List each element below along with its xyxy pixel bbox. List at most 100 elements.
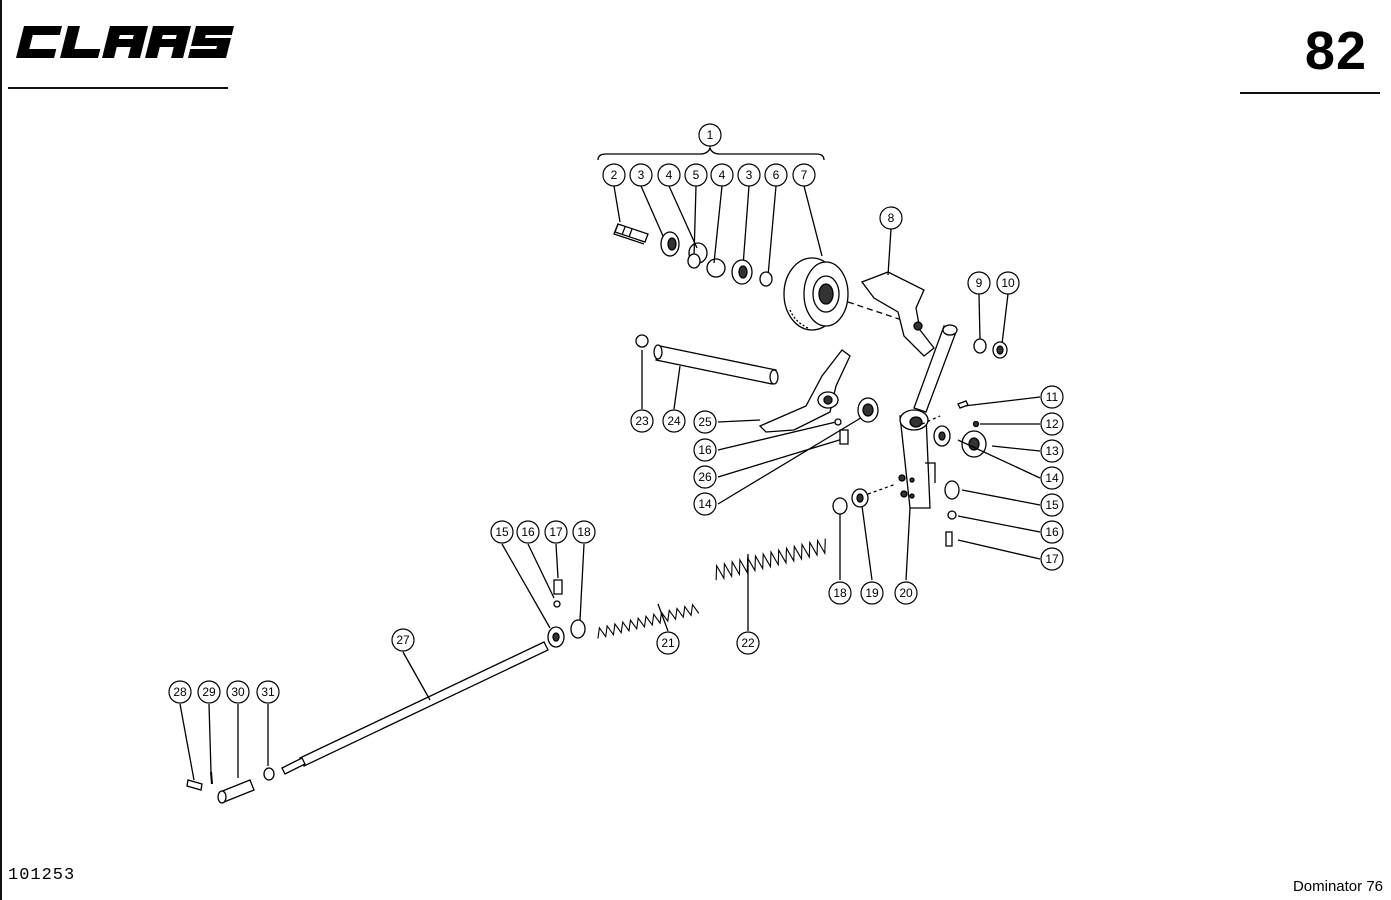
callout-label: 14: [698, 497, 712, 511]
callout-c10: 10: [996, 271, 1020, 295]
callout-label: 29: [202, 685, 216, 699]
callout-label: 23: [635, 414, 649, 428]
callout-label: 17: [549, 525, 563, 539]
callout-c17l: 17: [544, 520, 568, 544]
callout-label: 18: [833, 586, 847, 600]
pulley-part-7: [783, 257, 849, 331]
callout-label: 13: [1045, 444, 1059, 458]
callout-c7: 7: [792, 163, 816, 187]
callout-circle: [1040, 520, 1064, 544]
callout-c28: 28: [168, 680, 192, 704]
callout-label: 1: [707, 128, 714, 142]
callout-label: 30: [231, 685, 245, 699]
callout-circle: [996, 271, 1020, 295]
bolt-part-26: [839, 429, 849, 445]
callout-c25: 25: [693, 410, 717, 434]
callout-label: 12: [1045, 417, 1059, 431]
callout-label: 27: [396, 633, 410, 647]
callout-label: 7: [801, 168, 808, 182]
callout-c30: 30: [226, 680, 250, 704]
washer-part-18l: [570, 619, 586, 639]
callout-c16m: 16: [693, 438, 717, 462]
callout-circle: [168, 680, 192, 704]
callout-c23: 23: [630, 409, 654, 433]
callout-c24: 24: [662, 409, 686, 433]
callout-circle: [1040, 466, 1064, 490]
callout-c21: 21: [656, 631, 680, 655]
callout-label: 2: [611, 168, 618, 182]
callout-circle: [792, 163, 816, 187]
bushing-part-15r: [944, 480, 960, 500]
callout-c19: 19: [860, 581, 884, 605]
callout-label: 22: [741, 636, 755, 650]
callout-circle: [1040, 385, 1064, 409]
clevis-part-30: [217, 779, 255, 804]
callout-c27: 27: [391, 628, 415, 652]
washer-part-18r: [832, 497, 848, 515]
callout-circle: [967, 271, 991, 295]
callout-circle: [656, 631, 680, 655]
spacer-part-5: [687, 253, 701, 269]
spring-part-21: [597, 603, 700, 639]
callout-circle: [894, 581, 918, 605]
washer-part-6: [759, 271, 773, 287]
claas-logo: [16, 26, 234, 58]
callout-c3a: 3: [629, 163, 653, 187]
model-name: Dominator 76: [1292, 878, 1383, 895]
callout-circle: [544, 520, 568, 544]
callout-label: 4: [719, 168, 726, 182]
spring-part-22: [715, 538, 826, 581]
callout-c22: 22: [736, 631, 760, 655]
callout-c8: 8: [879, 206, 903, 230]
callout-c12: 12: [1040, 412, 1064, 436]
callout-label: 18: [577, 525, 591, 539]
callout-label: 31: [261, 685, 275, 699]
callout-label: 8: [888, 211, 895, 225]
callout-label: 25: [698, 415, 712, 429]
callout-circle: [572, 520, 596, 544]
callout-label: 15: [495, 525, 509, 539]
callout-c14m: 14: [693, 492, 717, 516]
callout-label: 16: [698, 443, 712, 457]
drawing-number: 101253: [8, 866, 76, 885]
callout-c13: 13: [1040, 439, 1064, 463]
callout-c2: 2: [602, 163, 626, 187]
washer-part-16r: [947, 510, 957, 520]
callout-circle: [693, 465, 717, 489]
callout-label: 21: [661, 636, 675, 650]
callout-c15r: 15: [1040, 493, 1064, 517]
callout-label: 5: [693, 168, 700, 182]
callout-circle: [693, 410, 717, 434]
callout-circle: [1040, 547, 1064, 571]
callout-circle: [693, 438, 717, 462]
callout-circle: [764, 163, 788, 187]
callout-label: 17: [1045, 552, 1059, 566]
callout-c17r: 17: [1040, 547, 1064, 571]
callout-c18l: 18: [572, 520, 596, 544]
page-number-underline: [1240, 92, 1380, 94]
callout-label: 24: [667, 414, 681, 428]
callout-circle: [629, 163, 653, 187]
callout-c31: 31: [256, 680, 280, 704]
callout-c29: 29: [197, 680, 221, 704]
callout-circle: [736, 631, 760, 655]
callout-circle: [1040, 412, 1064, 436]
shaft-part-24: [653, 344, 779, 385]
callout-circle: [391, 628, 415, 652]
callout-circle: [226, 680, 250, 704]
callout-c20: 20: [894, 581, 918, 605]
callout-label: 16: [521, 525, 535, 539]
bolt-part-2: [613, 223, 649, 245]
bracket-part-25: [758, 349, 851, 433]
callout-circle: [698, 123, 722, 147]
callout-c6: 6: [764, 163, 788, 187]
callout-c26: 26: [693, 465, 717, 489]
callout-label: 26: [698, 470, 712, 484]
callout-circle: [197, 680, 221, 704]
callout-label: 16: [1045, 525, 1059, 539]
callout-c9: 9: [967, 271, 991, 295]
pin-part-11: [957, 400, 969, 409]
callout-c4a: 4: [657, 163, 681, 187]
